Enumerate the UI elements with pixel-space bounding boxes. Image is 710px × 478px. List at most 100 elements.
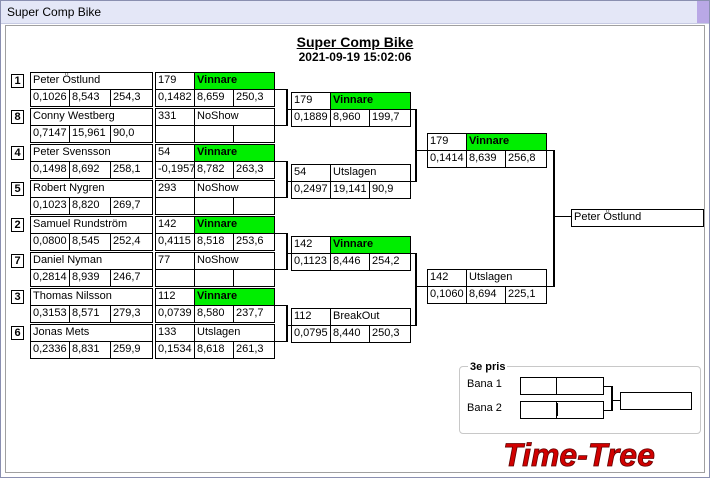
heat-result-reaction-time[interactable]: -0,1957 — [155, 161, 195, 179]
semi-result-number[interactable]: 54 — [291, 164, 331, 182]
heat-result-number[interactable]: 331 — [155, 108, 195, 126]
rider-reaction-time[interactable]: 0,1023 — [30, 197, 70, 215]
heat-result-speed[interactable]: 261,3 — [233, 341, 275, 359]
rider-elapsed-time[interactable]: 8,820 — [69, 197, 111, 215]
semi-result-speed[interactable]: 250,3 — [369, 325, 411, 343]
final-result-number[interactable]: 142 — [427, 269, 467, 287]
heat-result-reaction-time[interactable] — [155, 197, 195, 215]
rider-name[interactable]: Thomas Nilsson — [30, 288, 153, 306]
heat-result-number[interactable]: 54 — [155, 144, 195, 162]
semi-result-number[interactable]: 112 — [291, 308, 331, 326]
heat-result-status[interactable]: Vinnare — [194, 144, 275, 162]
rider-name[interactable]: Samuel Rundström — [30, 216, 153, 234]
final-result-elapsed-time[interactable]: 8,694 — [466, 286, 506, 304]
lane1-status-field[interactable] — [556, 377, 604, 395]
heat-result-status[interactable]: NoShow — [194, 180, 275, 198]
rider-name[interactable]: Robert Nygren — [30, 180, 153, 198]
rider-elapsed-time[interactable]: 8,692 — [69, 161, 111, 179]
heat-result-status[interactable]: NoShow — [194, 252, 275, 270]
rider-reaction-time[interactable]: 0,0800 — [30, 233, 70, 251]
heat-result-number[interactable]: 112 — [155, 288, 195, 306]
rider-name[interactable]: Peter Östlund — [30, 72, 153, 90]
heat-result-number[interactable]: 179 — [155, 72, 195, 90]
heat-result-reaction-time[interactable] — [155, 269, 195, 287]
heat-result-status[interactable]: Vinnare — [194, 72, 275, 90]
lane2-status-field[interactable] — [556, 401, 604, 419]
heat-result-status[interactable]: Vinnare — [194, 288, 275, 306]
heat-result-elapsed-time[interactable]: 8,659 — [194, 89, 234, 107]
rider-speed[interactable]: 269,7 — [110, 197, 153, 215]
heat-result-speed[interactable] — [233, 125, 275, 143]
semi-result-reaction-time[interactable]: 0,1123 — [291, 253, 331, 271]
semi-result-elapsed-time[interactable]: 19,141 — [330, 181, 370, 199]
rider-reaction-time[interactable]: 0,1498 — [30, 161, 70, 179]
heat-result-speed[interactable]: 263,3 — [233, 161, 275, 179]
semi-result-speed[interactable]: 254,2 — [369, 253, 411, 271]
semi-result-number[interactable]: 179 — [291, 92, 331, 110]
lane2-num-field[interactable] — [520, 401, 558, 419]
semi-result-elapsed-time[interactable]: 8,440 — [330, 325, 370, 343]
rider-reaction-time[interactable]: 0,2336 — [30, 341, 70, 359]
heat-result-status[interactable]: NoShow — [194, 108, 275, 126]
rider-elapsed-time[interactable]: 8,543 — [69, 89, 111, 107]
final-result-speed[interactable]: 225,1 — [505, 286, 547, 304]
rider-elapsed-time[interactable]: 8,545 — [69, 233, 111, 251]
heat-result-elapsed-time[interactable] — [194, 197, 234, 215]
rider-speed[interactable]: 279,3 — [110, 305, 153, 323]
semi-result-speed[interactable]: 90,9 — [369, 181, 411, 199]
final-result-speed[interactable]: 256,8 — [505, 150, 547, 168]
rider-elapsed-time[interactable]: 8,571 — [69, 305, 111, 323]
final-result-number[interactable]: 179 — [427, 133, 467, 151]
rider-speed[interactable]: 258,1 — [110, 161, 153, 179]
rider-speed[interactable]: 254,3 — [110, 89, 153, 107]
semi-result-reaction-time[interactable]: 0,1889 — [291, 109, 331, 127]
heat-result-elapsed-time[interactable]: 8,580 — [194, 305, 234, 323]
semi-result-status[interactable]: BreakOut — [330, 308, 411, 326]
rider-elapsed-time[interactable]: 8,939 — [69, 269, 111, 287]
semi-result-status[interactable]: Vinnare — [330, 236, 411, 254]
heat-result-elapsed-time[interactable]: 8,518 — [194, 233, 234, 251]
heat-result-reaction-time[interactable]: 0,1482 — [155, 89, 195, 107]
semi-result-elapsed-time[interactable]: 8,960 — [330, 109, 370, 127]
heat-result-elapsed-time[interactable]: 8,782 — [194, 161, 234, 179]
third-place-winner-field[interactable] — [620, 392, 692, 410]
rider-name[interactable]: Daniel Nyman — [30, 252, 153, 270]
heat-result-speed[interactable]: 237,7 — [233, 305, 275, 323]
final-result-reaction-time[interactable]: 0,1414 — [427, 150, 467, 168]
heat-result-speed[interactable]: 253,6 — [233, 233, 275, 251]
semi-result-reaction-time[interactable]: 0,2497 — [291, 181, 331, 199]
rider-speed[interactable]: 246,7 — [110, 269, 153, 287]
heat-result-reaction-time[interactable]: 0,0739 — [155, 305, 195, 323]
heat-result-number[interactable]: 293 — [155, 180, 195, 198]
rider-speed[interactable]: 90,0 — [110, 125, 153, 143]
heat-result-number[interactable]: 77 — [155, 252, 195, 270]
semi-result-speed[interactable]: 199,7 — [369, 109, 411, 127]
final-result-status[interactable]: Utslagen — [466, 269, 547, 287]
rider-name[interactable]: Peter Svensson — [30, 144, 153, 162]
heat-result-number[interactable]: 142 — [155, 216, 195, 234]
final-result-reaction-time[interactable]: 0,1060 — [427, 286, 467, 304]
heat-result-speed[interactable]: 250,3 — [233, 89, 275, 107]
rider-speed[interactable]: 252,4 — [110, 233, 153, 251]
rider-reaction-time[interactable]: 0,7147 — [30, 125, 70, 143]
lane1-num-field[interactable] — [520, 377, 558, 395]
semi-result-reaction-time[interactable]: 0,0795 — [291, 325, 331, 343]
rider-reaction-time[interactable]: 0,2814 — [30, 269, 70, 287]
heat-result-elapsed-time[interactable] — [194, 269, 234, 287]
rider-name[interactable]: Conny Westberg — [30, 108, 153, 126]
heat-result-number[interactable]: 133 — [155, 324, 195, 342]
heat-result-status[interactable]: Utslagen — [194, 324, 275, 342]
heat-result-reaction-time[interactable]: 0,1534 — [155, 341, 195, 359]
semi-result-status[interactable]: Utslagen — [330, 164, 411, 182]
rider-reaction-time[interactable]: 0,1026 — [30, 89, 70, 107]
rider-elapsed-time[interactable]: 8,831 — [69, 341, 111, 359]
rider-reaction-time[interactable]: 0,3153 — [30, 305, 70, 323]
heat-result-elapsed-time[interactable] — [194, 125, 234, 143]
rider-name[interactable]: Jonas Mets — [30, 324, 153, 342]
heat-result-speed[interactable] — [233, 197, 275, 215]
semi-result-status[interactable]: Vinnare — [330, 92, 411, 110]
rider-elapsed-time[interactable]: 15,961 — [69, 125, 111, 143]
title-bar[interactable]: Super Comp Bike — [1, 1, 709, 24]
heat-result-reaction-time[interactable] — [155, 125, 195, 143]
semi-result-number[interactable]: 142 — [291, 236, 331, 254]
